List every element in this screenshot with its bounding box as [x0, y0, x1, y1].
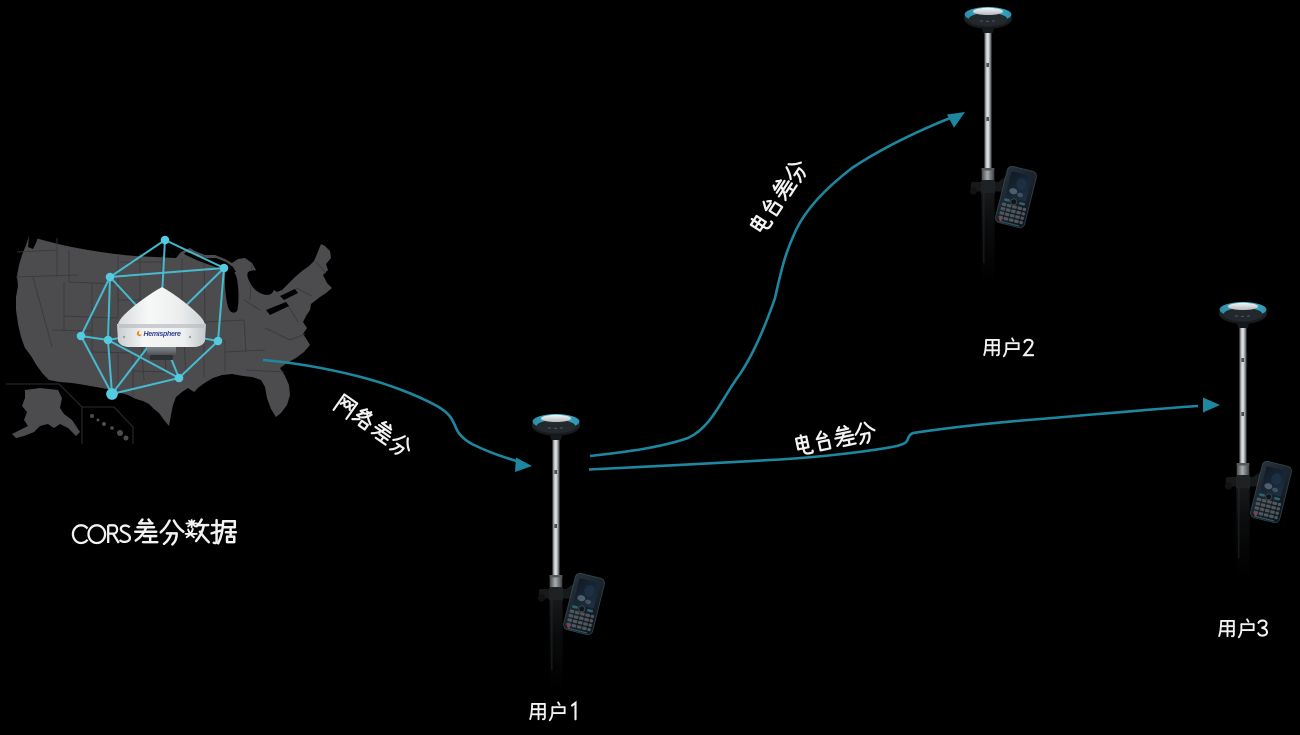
- svg-text:Hemisphere: Hemisphere: [144, 331, 181, 338]
